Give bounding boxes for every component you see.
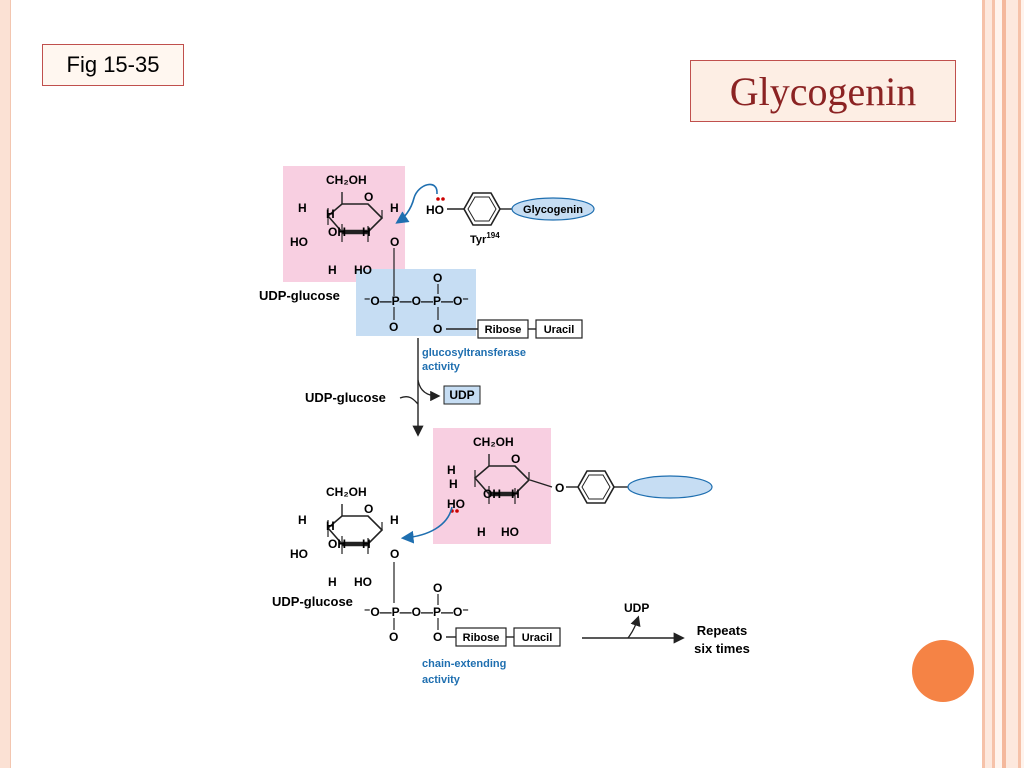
- top-udp-box: [443, 385, 481, 405]
- bottom-benzene-ring: [577, 470, 615, 504]
- svg-text:Ribose: Ribose: [463, 632, 500, 644]
- svg-text:UDP: UDP: [449, 388, 474, 402]
- svg-text:H: H: [511, 487, 520, 501]
- svg-text:six times: six times: [694, 641, 750, 656]
- svg-text:O: O: [390, 547, 399, 561]
- svg-text:O: O: [364, 190, 373, 204]
- svg-text:H: H: [298, 513, 307, 527]
- svg-text:H: H: [362, 537, 371, 551]
- left-border: [0, 0, 11, 768]
- svg-text:Uracil: Uracil: [522, 632, 553, 644]
- svg-text:H: H: [390, 201, 399, 215]
- slide-title: Glycogenin: [690, 60, 956, 122]
- bottom-udp-glucose-label: UDP-glucose: [272, 594, 353, 609]
- bottom-phosphate-chain: ⁻O—P—O—P—O⁻: [364, 605, 469, 619]
- svg-text:CH₂OH: CH₂OH: [326, 485, 367, 499]
- bottom-enzyme-label: chain-extending: [422, 658, 506, 670]
- svg-text:Ribose: Ribose: [485, 324, 522, 336]
- svg-text:HO: HO: [354, 575, 372, 589]
- bottom-attack-arrow: [400, 506, 453, 544]
- svg-text:HO: HO: [290, 547, 308, 561]
- top-glucose-highlight: [283, 166, 405, 282]
- top-tyr-hydroxyl: HO: [426, 203, 444, 217]
- svg-text:O: O: [511, 452, 520, 466]
- svg-text:O: O: [555, 481, 564, 495]
- top-uracil-box: [535, 319, 583, 339]
- tyr-label: Tyr194: [470, 231, 500, 246]
- top-udp-glucose-label: UDP-glucose: [259, 288, 340, 303]
- svg-text:OH: OH: [328, 537, 346, 551]
- svg-text:O: O: [389, 320, 398, 334]
- svg-text:H: H: [326, 519, 335, 533]
- svg-text:O: O: [390, 235, 399, 249]
- svg-text:HO: HO: [354, 263, 372, 277]
- bottom-glucose-ring-incoming: CH₂OH O H H H OH H HO O H HO: [290, 485, 399, 589]
- top-glycogenin-ellipse: [511, 197, 595, 221]
- svg-text:H: H: [328, 263, 337, 277]
- svg-text:O: O: [364, 502, 373, 516]
- top-benzene-ring: [463, 192, 501, 226]
- svg-text:CH₂OH: CH₂OH: [326, 173, 367, 187]
- svg-text:HO: HO: [501, 525, 519, 539]
- svg-text:activity: activity: [422, 674, 461, 686]
- bottom-glucose-ring-attached: CH₂OH O H H OH H HO H HO: [447, 435, 529, 539]
- top-phosphate-highlight: [356, 269, 476, 336]
- svg-text:H: H: [449, 477, 458, 491]
- second-udp-glucose-label: UDP-glucose: [305, 390, 386, 405]
- svg-text:HO: HO: [447, 497, 465, 511]
- right-border: [976, 0, 1024, 768]
- bottom-udp-label: UDP: [624, 601, 649, 615]
- svg-text:Uracil: Uracil: [544, 324, 575, 336]
- svg-text:O: O: [433, 322, 442, 336]
- top-enzyme-label: glucosyltransferase: [422, 347, 526, 359]
- svg-text:O: O: [389, 630, 398, 644]
- bottom-glucose-highlight: [433, 428, 551, 544]
- svg-text:H: H: [328, 575, 337, 589]
- svg-text:O: O: [433, 271, 442, 285]
- svg-text:H: H: [477, 525, 486, 539]
- svg-text:activity: activity: [422, 361, 461, 373]
- top-glycogenin-label: Glycogenin: [523, 204, 583, 216]
- top-phosphate-chain: ⁻O—P—O—P—O⁻: [364, 294, 469, 308]
- svg-text:OH: OH: [483, 487, 501, 501]
- svg-text:H: H: [447, 463, 456, 477]
- svg-text:H: H: [326, 207, 335, 221]
- top-attack-arrow: [395, 183, 438, 224]
- svg-text:H: H: [362, 225, 371, 239]
- svg-text:O: O: [433, 581, 442, 595]
- svg-text:OH: OH: [328, 225, 346, 239]
- svg-text:HO: HO: [290, 235, 308, 249]
- svg-text:H: H: [298, 201, 307, 215]
- bottom-uracil-box: [513, 627, 561, 647]
- bottom-glycogenin-ellipse: [627, 475, 713, 499]
- svg-text:O: O: [433, 630, 442, 644]
- figure-label: Fig 15-35: [42, 44, 184, 86]
- svg-text:CH₂OH: CH₂OH: [473, 435, 514, 449]
- decorative-orb: [912, 640, 974, 702]
- repeats-label: Repeats: [697, 623, 748, 638]
- svg-text:H: H: [390, 513, 399, 527]
- top-glucose-ring: CH₂OH O H H H OH H HO O H HO: [290, 173, 399, 277]
